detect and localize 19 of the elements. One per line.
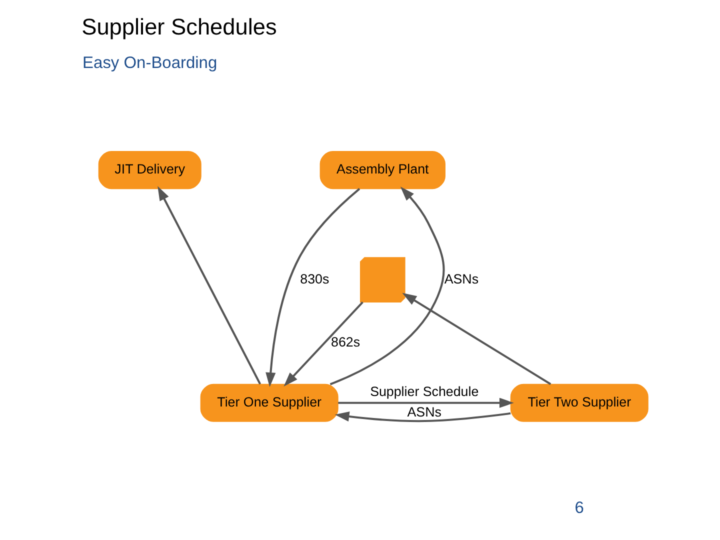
node-box: Assembly Plant xyxy=(319,151,445,190)
arrow xyxy=(283,301,363,386)
node-box: Tier One Supplier xyxy=(200,384,338,422)
edge-label: 862s xyxy=(330,334,360,350)
arrow xyxy=(334,411,510,422)
label: Easy On-Boarding xyxy=(82,54,217,72)
arrow xyxy=(402,292,551,386)
arrow xyxy=(329,186,444,386)
node-box: JIT Delivery xyxy=(98,151,201,190)
diagram-title: Supplier Schedules xyxy=(81,14,276,40)
arrow xyxy=(338,398,514,408)
arrow xyxy=(265,188,360,388)
node-box: Tier Two Supplier xyxy=(510,384,648,422)
edge-label: 830s xyxy=(300,271,329,286)
edge-label: ASNs xyxy=(406,404,441,420)
edge-label: ASNs xyxy=(444,271,478,286)
arrow xyxy=(157,186,261,385)
edge-label: Supplier Schedule xyxy=(370,384,478,400)
label: 6 xyxy=(574,498,584,517)
